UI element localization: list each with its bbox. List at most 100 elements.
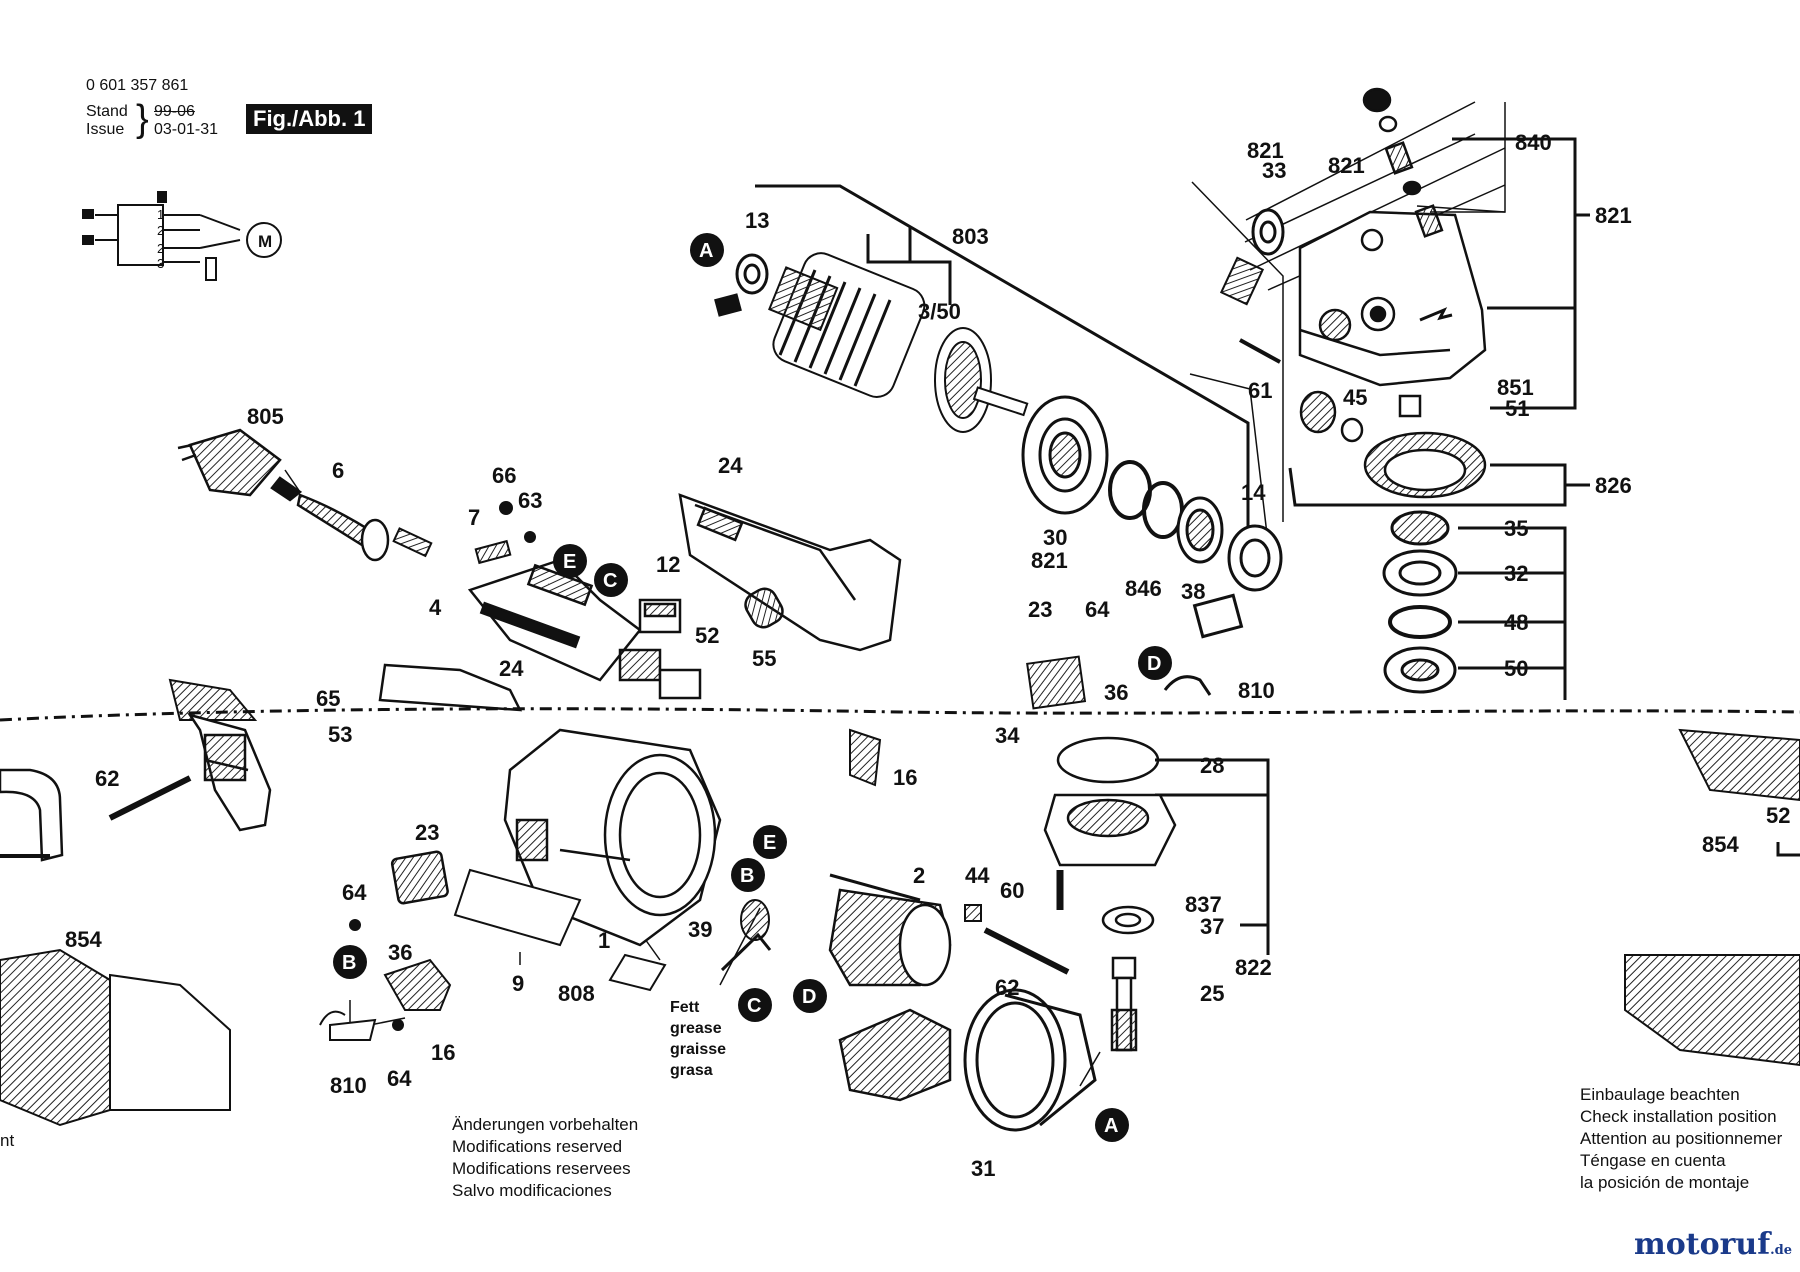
bearing-33: [1251, 208, 1285, 256]
callout-35: 35: [1504, 516, 1528, 541]
callout-25: 25: [1200, 981, 1224, 1006]
figure-label: Fig./Abb. 1: [246, 104, 373, 134]
clip-44: [964, 904, 982, 922]
screw-62: [108, 775, 192, 821]
callout-14: 14: [1241, 480, 1266, 505]
marker-c-upper: [594, 563, 628, 597]
retainer-clip: [714, 293, 742, 317]
bearing-14: [1227, 524, 1283, 592]
handle-24-lower: [378, 663, 523, 712]
callout-36-lower: 36: [388, 940, 412, 965]
tool-holder: [1219, 256, 1265, 306]
note-inst-es2: la posición de montaje: [1580, 1173, 1750, 1192]
carbon-brush-810: [319, 1010, 377, 1041]
brush-holder-16b: [849, 728, 882, 787]
screw-62b: [983, 927, 1070, 975]
gear-housing: [1298, 210, 1487, 387]
terminal-52: [618, 648, 702, 700]
marker-a-lower: [1095, 1108, 1129, 1142]
cable-lead: [829, 873, 921, 902]
marker-b-left-label: B: [342, 952, 356, 974]
callout-12: 12: [656, 552, 680, 577]
needle-bearing-51: [1398, 394, 1422, 418]
brand-logo[interactable]: motoruf.de: [1634, 1227, 1792, 1262]
callout-854-left: 854: [65, 927, 102, 952]
callout-45: 45: [1343, 385, 1367, 410]
callout-62: 62: [95, 766, 119, 791]
marker-b-lower: [731, 858, 765, 892]
bearing-tool: [1192, 593, 1244, 639]
callout-803: 803: [952, 224, 989, 249]
cover-23: [390, 850, 449, 905]
callout-48: 48: [1504, 610, 1528, 635]
marker-c-lower-label: C: [747, 995, 761, 1017]
commutator-39: [740, 899, 770, 941]
marker-d-lower: [793, 979, 827, 1013]
marker-a-top: [690, 233, 724, 267]
break-line: [0, 707, 1800, 722]
callout-44: 44: [965, 863, 990, 888]
marker-e-lower: [753, 825, 787, 859]
marker-d-upper-label: D: [1147, 653, 1161, 675]
circuit-pin-2b: 2: [157, 241, 164, 256]
issue-label: Issue: [86, 121, 125, 138]
note-inst-es1: Téngase en cuenta: [1580, 1151, 1726, 1170]
note-mod-fr: Modifications reservees: [452, 1159, 631, 1178]
bevel-gear-826: [1363, 431, 1487, 499]
spindle-lock-840: [1362, 87, 1444, 238]
callout-52-right: 52: [1766, 803, 1790, 828]
side-handle-right: [1678, 728, 1800, 802]
stand-label: Stand: [86, 103, 128, 120]
callout-6: 6: [332, 458, 344, 483]
pinion-45: [1299, 390, 1364, 443]
motor-housing-1: [503, 728, 722, 947]
part-number: 0 601 357 861: [86, 77, 189, 94]
callout-805: 805: [247, 404, 284, 429]
note-mod-en: Modifications reserved: [452, 1137, 623, 1156]
screw-66: [499, 501, 513, 515]
callout-50: 50: [1504, 656, 1528, 681]
callout-53: 53: [328, 722, 352, 747]
callout-16-upper: 16: [893, 765, 917, 790]
callout-62-lower: 62: [995, 975, 1019, 1000]
callout-24-upper: 24: [718, 453, 743, 478]
seal-box: [1026, 655, 1087, 710]
power-cable-805: [177, 428, 303, 502]
screw-64b: [392, 1019, 404, 1031]
callout-32: 32: [1504, 561, 1528, 586]
callout-13: 13: [745, 208, 769, 233]
brand-name: motoruf: [1633, 1227, 1771, 1262]
marker-a-top-label: A: [699, 240, 713, 262]
circuit-pin-3: 3: [157, 256, 164, 271]
callout-37: 37: [1200, 914, 1224, 939]
capacitor-12: [638, 598, 682, 634]
callout-30: 30: [1043, 525, 1067, 550]
callout-4: 4: [429, 595, 442, 620]
armature: [748, 252, 1029, 433]
spindle-25: [1110, 956, 1138, 1052]
callout-821-right: 821: [1595, 203, 1632, 228]
callout-52: 52: [695, 623, 719, 648]
note-inst-en: Check installation position: [1580, 1107, 1777, 1126]
callout-31: 31: [971, 1156, 995, 1181]
circuit-pin-1: 1: [157, 207, 164, 222]
issue-date: 03-01-31: [154, 121, 219, 138]
callout-826: 826: [1595, 473, 1632, 498]
bearing-stack: [1382, 510, 1458, 694]
marker-circles: A E C D E B B C D A: [333, 233, 1172, 1142]
callout-64-bottom: 64: [387, 1066, 412, 1091]
callout-9: 9: [512, 971, 524, 996]
callout-55: 55: [752, 646, 776, 671]
grease-en: grease: [670, 1020, 722, 1037]
screw-64a: [349, 919, 361, 931]
circuit-pin-2a: 2: [157, 223, 164, 238]
marker-a-lower-label: A: [1104, 1115, 1118, 1137]
callout-labels: 805 6 66 63 7 4 12 52 55 24 65 53 62 24 …: [65, 130, 1790, 1181]
marker-e-lower-label: E: [763, 832, 776, 854]
callout-16-lower: 16: [431, 1040, 455, 1065]
grease-note: Fett grease graisse grasa: [670, 999, 726, 1079]
spring-55: [744, 587, 784, 629]
field-2: [828, 888, 952, 987]
fan-baffle-31: [963, 988, 1097, 1132]
